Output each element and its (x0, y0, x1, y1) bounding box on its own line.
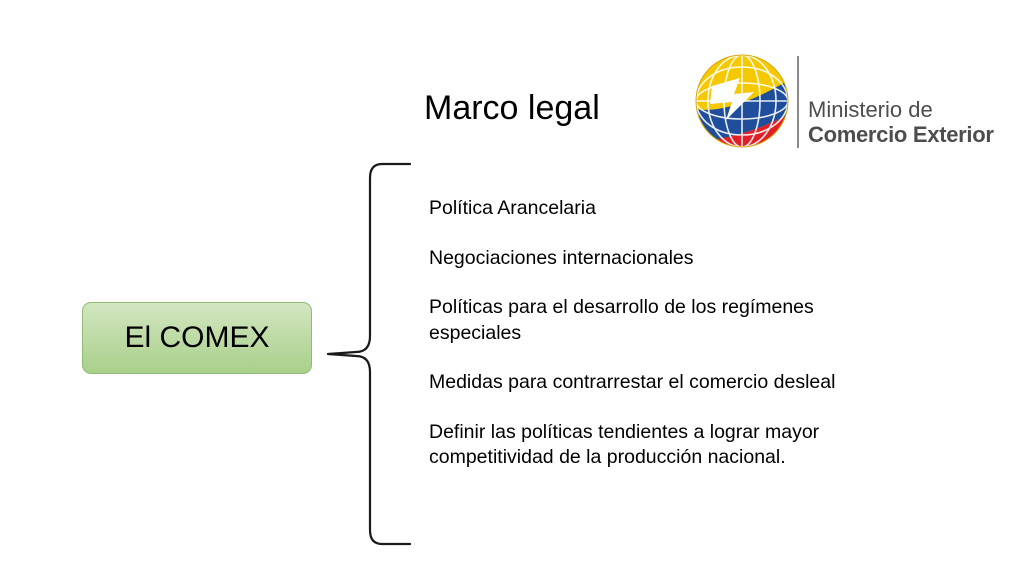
globe-emblem-icon (695, 54, 789, 148)
central-node-box: El COMEX (82, 302, 312, 374)
items-list: Política Arancelaria Negociaciones inter… (429, 196, 869, 495)
ministerio-logo: Ministerio de Comercio Exterior (690, 48, 1010, 158)
list-item: Medidas para contrarrestar el comercio d… (429, 371, 836, 393)
slide-title: Marco legal (424, 89, 600, 127)
curly-brace-connector (326, 162, 412, 546)
list-item: Negociaciones internacionales (429, 246, 694, 269)
central-node-label: El COMEX (124, 321, 270, 354)
list-item: Políticas para el desarrollo de los regí… (429, 296, 814, 344)
logo-text-line1: Ministerio de (808, 97, 933, 122)
logo-text-line2: Comercio Exterior (808, 122, 994, 147)
logo-text: Ministerio de Comercio Exterior (808, 98, 994, 148)
logo-divider (797, 56, 799, 148)
list-item: Definir las políticas tendientes a logra… (429, 420, 820, 469)
list-item: Política Arancelaria (429, 197, 596, 219)
